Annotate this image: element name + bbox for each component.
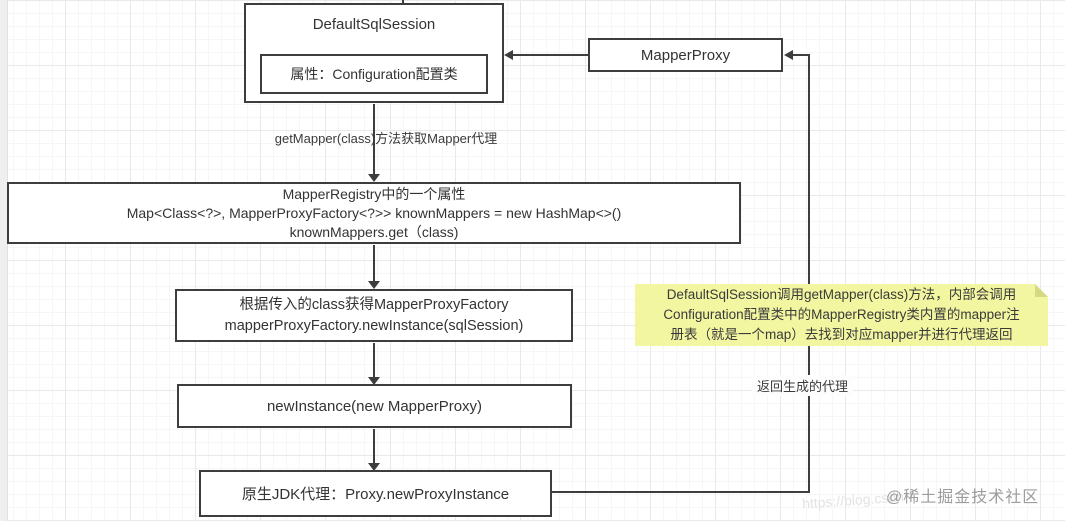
top-stub-connector (402, 0, 404, 5)
connector-return-bottom (552, 491, 810, 493)
connector-newinstance-to-jdk (373, 429, 375, 464)
node-get-factory: 根据传入的class获得MapperProxyFactory mapperPro… (175, 289, 573, 342)
arrowhead-left-icon (784, 50, 793, 60)
connector-return-vertical (808, 54, 810, 493)
canvas-left-edge (0, 0, 8, 521)
edge-label-getmapper: getMapper(class)方法获取Mapper代理 (274, 131, 498, 146)
node-attribute-field: 属性：Configuration配置类 (260, 54, 488, 94)
connector-getmapper (373, 104, 375, 176)
node-mapper-registry: MapperRegistry中的一个属性 Map<Class<?>, Mappe… (7, 182, 741, 244)
note-fold-corner-icon (1035, 284, 1048, 297)
arrowhead-down-icon (368, 174, 380, 182)
node-new-instance: newInstance(new MapperProxy) (177, 384, 572, 428)
node-title: DefaultSqlSession (312, 16, 436, 33)
edge-label-return-proxy: 返回生成的代理 (752, 375, 854, 396)
connector-return-top (793, 54, 810, 56)
note-line: DefaultSqlSession调用getMapper(class)方法，内部… (666, 287, 1017, 302)
connector-proxy-to-session (510, 54, 590, 56)
arrowhead-down-icon (368, 377, 380, 385)
connector-factory-to-newinstance (373, 343, 375, 379)
community-watermark: @稀土掘金技术社区 (886, 489, 1040, 506)
node-jdk-proxy: 原生JDK代理：Proxy.newProxyInstance (199, 470, 552, 517)
registry-line: Map<Class<?>, MapperProxyFactory<?>> kno… (126, 204, 622, 221)
registry-line: MapperRegistry中的一个属性 (282, 185, 466, 202)
factory-line: 根据传入的class获得MapperProxyFactory (239, 296, 509, 313)
sticky-note: DefaultSqlSession调用getMapper(class)方法，内部… (635, 284, 1048, 346)
note-line: 册表（就是一个map）去找到对应mapper并进行代理返回 (670, 327, 1013, 342)
arrowhead-left-icon (504, 50, 513, 60)
connector-registry-to-factory (373, 245, 375, 283)
arrowhead-down-icon (368, 463, 380, 471)
registry-line: knownMappers.get（class) (289, 223, 459, 240)
node-mapper-proxy: MapperProxy (588, 38, 783, 72)
factory-line: mapperProxyFactory.newInstance(sqlSessio… (224, 317, 524, 334)
arrowhead-down-icon (368, 281, 380, 289)
note-line: Configuration配置类中的MapperRegistry类内置的mapp… (663, 307, 1020, 322)
node-default-sql-session: DefaultSqlSession 属性：Configuration配置类 (244, 3, 504, 103)
